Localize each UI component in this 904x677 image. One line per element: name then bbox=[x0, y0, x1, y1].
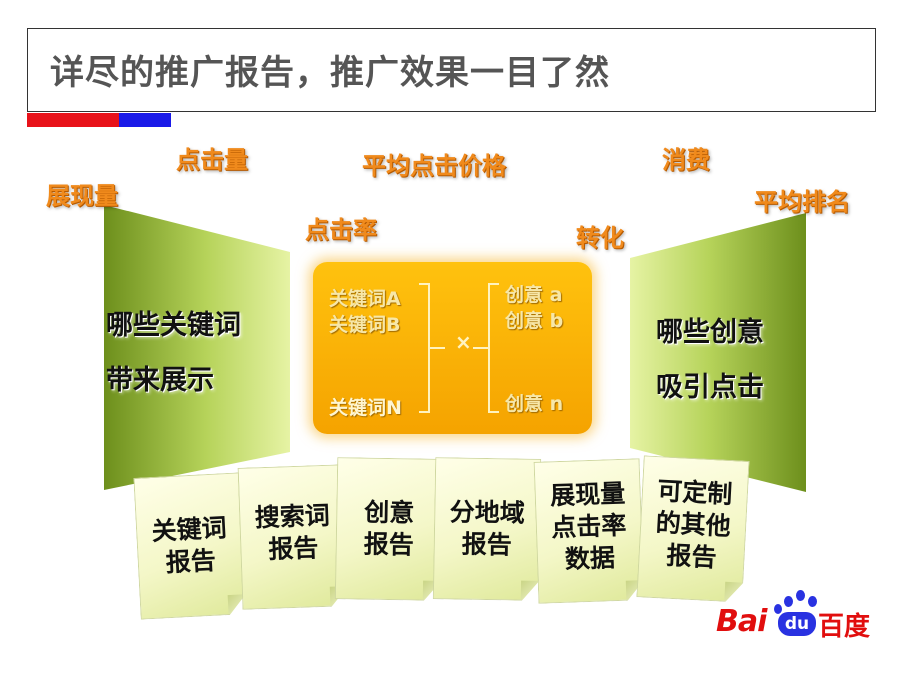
metric-impressions: 展现量 bbox=[46, 182, 118, 210]
metric-conversion: 转化 bbox=[576, 224, 624, 252]
logo-bai: Bai bbox=[716, 604, 767, 639]
metric-cost: 消费 bbox=[662, 146, 710, 174]
multiply-sign: × bbox=[455, 330, 472, 354]
keyword-creative-box: 关键词A 关键词B 关键词N × 创意 a 创意 b 创意 n bbox=[313, 262, 592, 434]
logo-du: du bbox=[778, 612, 816, 636]
left-panel-line1: 哪些关键词 bbox=[106, 310, 241, 341]
keyword-b: 关键词B bbox=[329, 314, 401, 336]
report-card-line: 关键词 bbox=[150, 513, 228, 546]
metric-avg-cpc: 平均点击价格 bbox=[362, 152, 506, 180]
report-card-line: 的其他 bbox=[655, 508, 732, 541]
report-card-line: 创意 bbox=[364, 497, 415, 528]
report-card-line: 搜索词 bbox=[254, 500, 331, 533]
creative-n: 创意 n bbox=[505, 393, 564, 415]
metric-avg-rank: 平均排名 bbox=[754, 188, 850, 216]
report-card-line: 报告 bbox=[267, 533, 319, 564]
report-card-keyword: 关键词 报告 bbox=[133, 472, 246, 619]
keyword-n: 关键词N bbox=[329, 397, 402, 419]
report-card-line: 数据 bbox=[564, 543, 616, 574]
report-card-line: 报告 bbox=[165, 545, 217, 578]
report-card-region: 分地域 报告 bbox=[433, 457, 541, 601]
logo-paw-toe bbox=[784, 596, 793, 607]
title-box: 详尽的推广报告，推广效果一目了然 bbox=[27, 28, 876, 112]
metric-ctr: 点击率 bbox=[305, 216, 377, 244]
report-card-custom: 可定制 的其他 报告 bbox=[636, 455, 749, 602]
report-card-line: 分地域 bbox=[449, 497, 526, 528]
right-panel-line2: 吸引点击 bbox=[656, 372, 764, 403]
left-panel-line2: 带来展示 bbox=[106, 365, 214, 396]
page-title: 详尽的推广报告，推广效果一目了然 bbox=[50, 53, 610, 93]
report-card-line: 点击率 bbox=[550, 510, 627, 543]
accent-bar-red bbox=[27, 113, 119, 127]
logo-paw-toe bbox=[808, 596, 817, 607]
report-card-line: 报告 bbox=[665, 540, 718, 573]
baidu-logo: Bai du 百度 bbox=[714, 590, 874, 642]
logo-cn: 百度 bbox=[818, 612, 871, 642]
right-panel-line1: 哪些创意 bbox=[656, 317, 764, 348]
report-card-impression-ctr: 展现量 点击率 数据 bbox=[534, 458, 645, 604]
metric-clicks: 点击量 bbox=[176, 146, 248, 174]
accent-bar-blue bbox=[119, 113, 171, 127]
left-panel-shape bbox=[104, 205, 290, 490]
report-card-line: 展现量 bbox=[549, 478, 626, 511]
report-card-creative: 创意 报告 bbox=[335, 457, 443, 601]
report-card-line: 报告 bbox=[461, 529, 512, 560]
keyword-a: 关键词A bbox=[329, 288, 401, 310]
logo-paw-toe bbox=[774, 604, 782, 614]
bracket-lines bbox=[419, 283, 499, 413]
report-card-line: 报告 bbox=[363, 529, 414, 560]
report-card-line: 可定制 bbox=[656, 476, 734, 509]
right-panel-shape bbox=[630, 213, 806, 492]
logo-paw-toe bbox=[796, 590, 805, 601]
report-card-search-term: 搜索词 报告 bbox=[238, 464, 349, 610]
creative-a: 创意 a bbox=[505, 284, 563, 306]
creative-b: 创意 b bbox=[505, 310, 564, 332]
